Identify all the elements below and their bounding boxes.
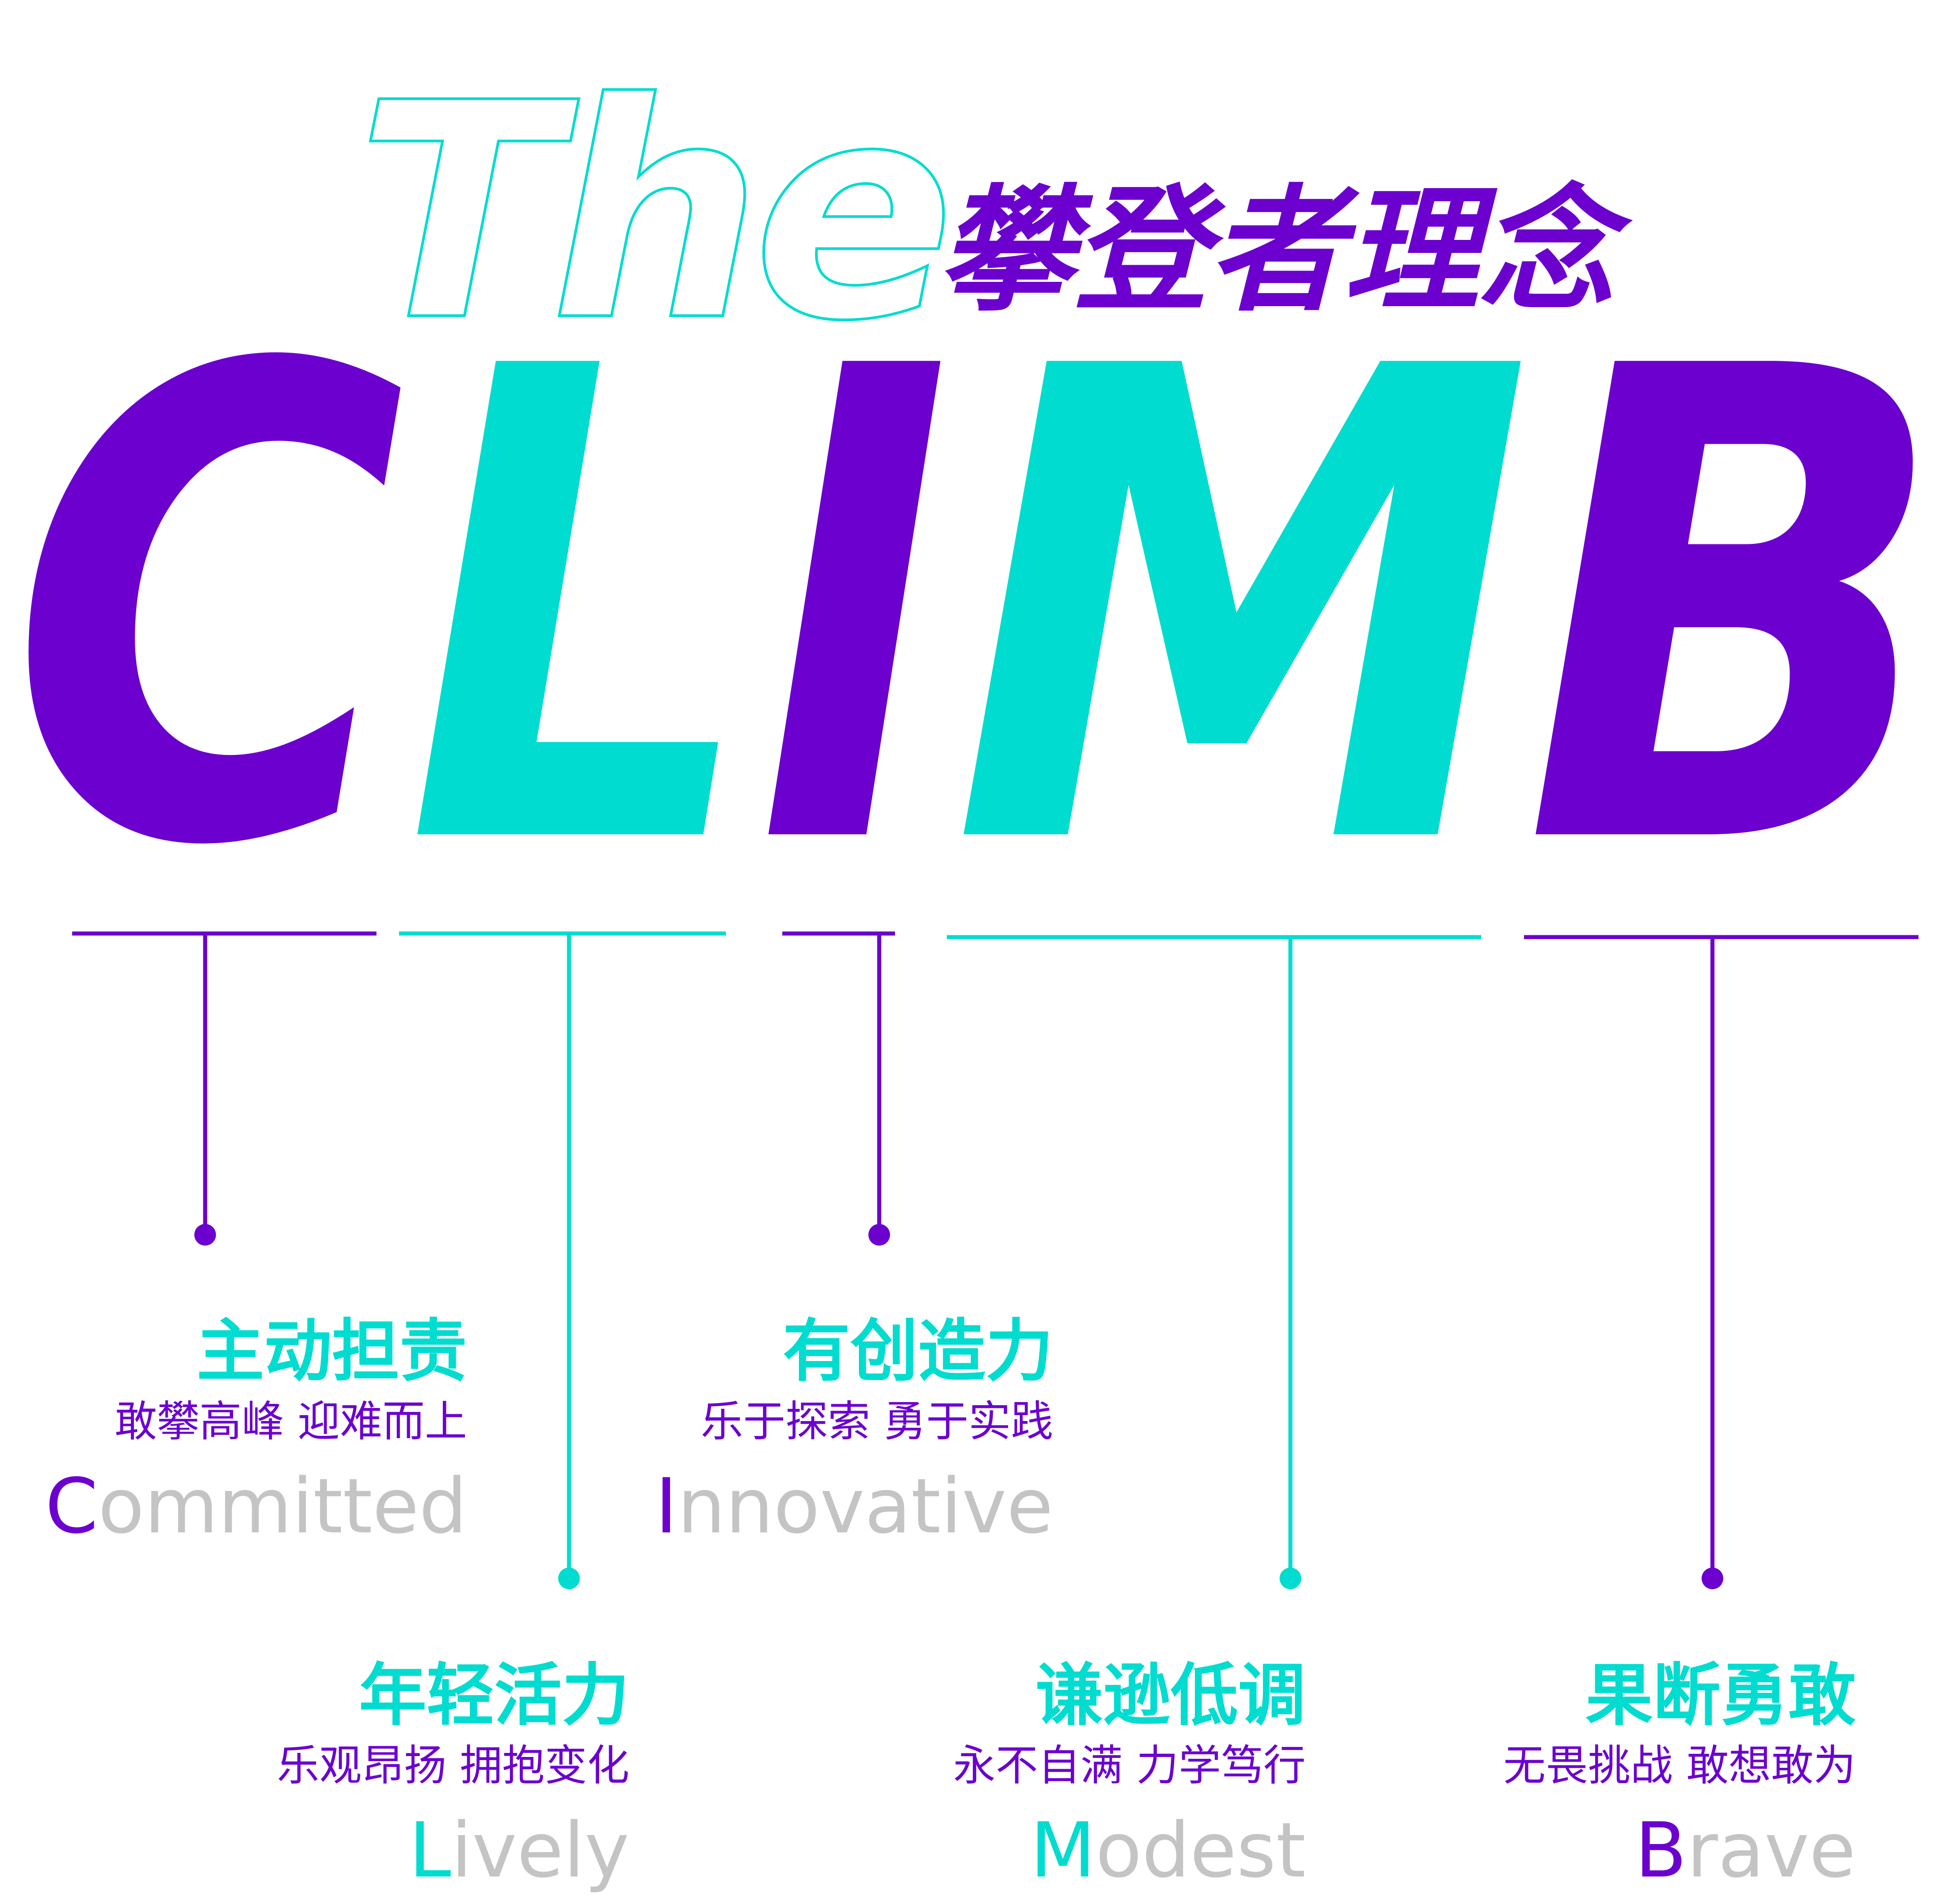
value-innovative: 有创造力 乐于探索 勇于实践 Innovative: [655, 1313, 1053, 1551]
value-lively: 年轻活力 乐观昂扬 拥抱变化 Lively: [277, 1657, 629, 1895]
value-initial: M: [1030, 1806, 1096, 1895]
value-english-word: Committed: [45, 1461, 467, 1551]
connector-i-dot: [868, 1224, 890, 1246]
connector-b-dot: [1702, 1568, 1723, 1589]
value-title: 主动担责: [196, 1312, 467, 1391]
value-english-word: Brave: [1503, 1805, 1856, 1895]
value-subtitle: 敢攀高峰 迎难而上: [115, 1397, 467, 1446]
connector-c-dot: [194, 1224, 216, 1246]
climb-letter-m: M: [951, 231, 1533, 988]
value-word-rest: ively: [451, 1806, 629, 1895]
climb-letter-c: C: [9, 231, 406, 988]
value-subtitle: 无畏挑战 敢想敢为: [1503, 1741, 1856, 1790]
the-outline-word: The: [356, 39, 946, 386]
climb-letter-l: L: [406, 231, 757, 988]
value-brave: 果断勇敢 无畏挑战 敢想敢为 Brave: [1503, 1657, 1856, 1895]
value-initial: I: [655, 1462, 678, 1550]
value-word-rest: rave: [1687, 1806, 1856, 1895]
value-english-word: Modest: [953, 1805, 1306, 1895]
climb-letter-i: I: [757, 231, 951, 988]
chinese-title: 攀登者理念: [938, 172, 1633, 330]
value-title: 果断勇敢: [1585, 1656, 1856, 1735]
value-initial: B: [1634, 1806, 1687, 1895]
value-title: 年轻活力: [358, 1656, 629, 1735]
value-initial: L: [408, 1806, 451, 1895]
connector-l-dot: [558, 1568, 580, 1589]
value-english-word: Lively: [277, 1805, 629, 1895]
connector-m-dot: [1280, 1568, 1301, 1589]
value-word-rest: nnovative: [677, 1462, 1053, 1550]
value-committed: 主动担责 敢攀高峰 迎难而上 Committed: [45, 1313, 467, 1551]
value-title: 谦逊低调: [1035, 1656, 1306, 1735]
value-subtitle: 乐于探索 勇于实践: [701, 1397, 1053, 1446]
value-modest: 谦逊低调 永不自满 力学笃行 Modest: [953, 1657, 1306, 1895]
climb-letter-b: B: [1524, 231, 1948, 988]
value-title: 有创造力: [782, 1312, 1053, 1391]
value-english-word: Innovative: [655, 1461, 1053, 1551]
value-subtitle: 永不自满 力学笃行: [953, 1741, 1306, 1790]
value-initial: C: [45, 1462, 98, 1550]
value-word-rest: odest: [1095, 1806, 1306, 1895]
value-word-rest: ommitted: [98, 1462, 467, 1550]
value-subtitle: 乐观昂扬 拥抱变化: [277, 1741, 629, 1790]
